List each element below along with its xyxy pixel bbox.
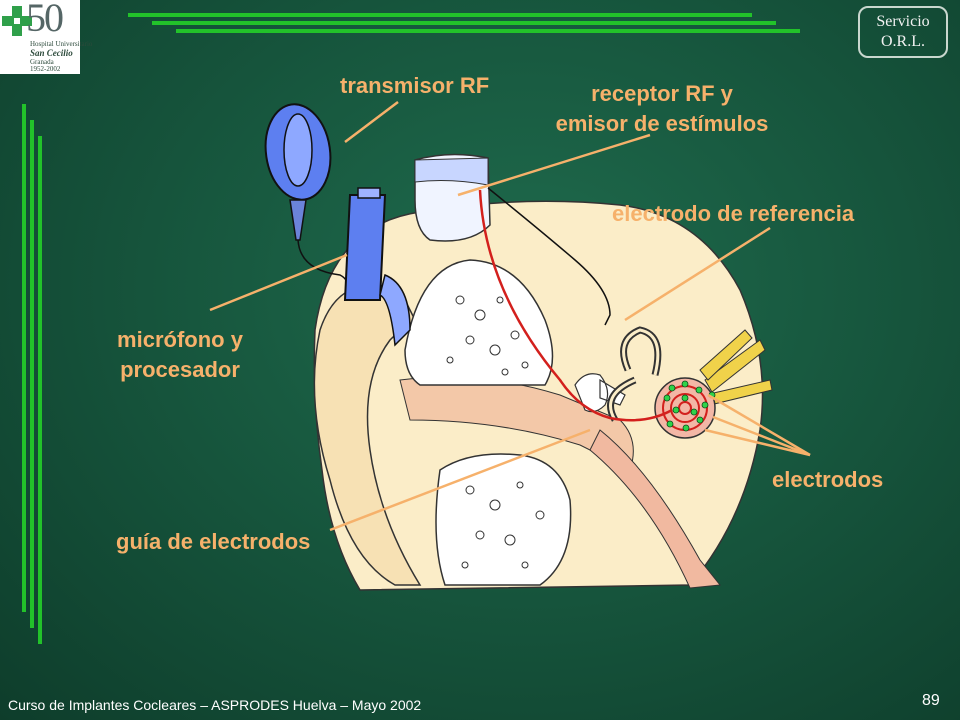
auditory-nerve [699, 329, 773, 406]
label-microfono-line1: micrófono y [117, 327, 243, 352]
mastoid-cells-upper [446, 295, 529, 376]
electrode-lead [478, 189, 673, 422]
mastoid-cells-lower [461, 481, 545, 569]
label-transmisor: transmisor RF [340, 73, 490, 98]
logo-anniversary-number: 50 [26, 0, 64, 40]
top-accent-lines [128, 13, 800, 33]
logo-line-1: Hospital Universitario [30, 40, 93, 48]
logo-line-2: San Cecilio [30, 48, 73, 58]
label-microfono-line2: procesador [120, 357, 240, 382]
label-referencia: electrodo de referencia [612, 201, 855, 226]
hospital-logo: 50 Hospital Universitario San Cecilio Gr… [0, 0, 92, 74]
speech-processor [343, 187, 411, 347]
badge-line-2: O.R.L. [881, 33, 925, 50]
electrode-contacts [663, 380, 716, 432]
label-receptor-line2: emisor de estímulos [555, 111, 769, 136]
left-accent-lines [22, 104, 42, 644]
footer-text: Curso de Implantes Cocleares – ASPRODES … [8, 697, 422, 713]
reference-wire [487, 187, 611, 326]
temporal-bone-upper [404, 259, 554, 386]
label-electrodos: electrodos [772, 467, 884, 492]
temporal-bone-lower [435, 453, 572, 586]
eustachian-tube [589, 429, 721, 589]
logo-line-4: 1952-2002 [30, 65, 61, 73]
semicircular-canals-inner [609, 328, 660, 421]
pinna [313, 284, 422, 586]
cross-icon [2, 6, 32, 36]
service-badge: Servicio O.R.L. [858, 6, 948, 58]
page-number: 89 [922, 692, 940, 709]
badge-line-1: Servicio [876, 13, 930, 30]
transmitter-coil [264, 103, 332, 241]
callout-lines [209, 101, 811, 532]
label-guia: guía de electrodos [116, 529, 311, 554]
logo-line-3: Granada [30, 58, 54, 66]
implant-receiver-top [414, 157, 489, 186]
label-receptor-line1: receptor RF y [591, 81, 733, 106]
